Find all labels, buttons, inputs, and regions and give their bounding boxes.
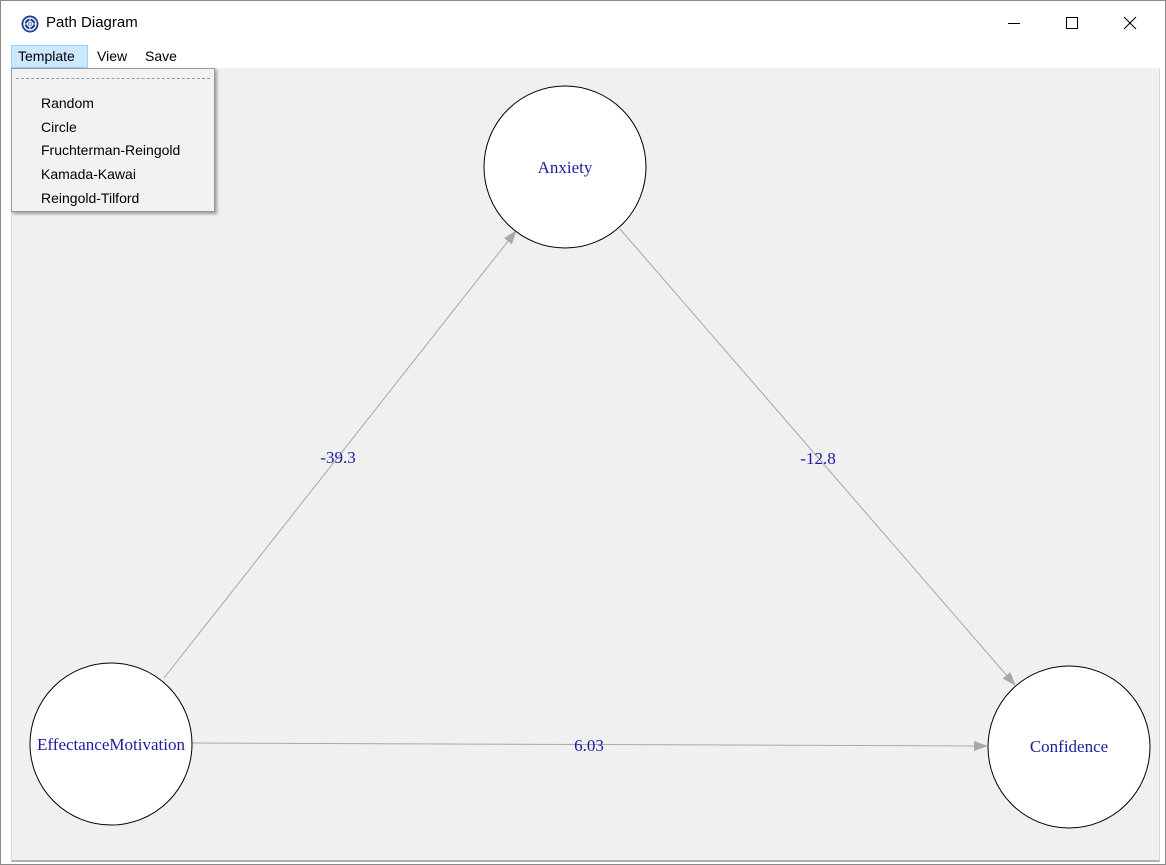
menu-template[interactable]: Template: [11, 45, 88, 68]
edge-label-motivation-to-confidence: 6.03: [574, 736, 604, 755]
minimize-icon: [1008, 23, 1020, 24]
path-diagram: Anxiety EffectanceMotivation Confidence …: [29, 85, 1151, 829]
minimize-button[interactable]: [985, 1, 1043, 45]
menu-view[interactable]: View: [97, 48, 128, 64]
menu-item-fruchterman-reingold[interactable]: Fruchterman-Reingold: [41, 142, 181, 158]
diagram-canvas: Anxiety EffectanceMotivation Confidence …: [11, 68, 1160, 862]
maximize-button[interactable]: [1043, 1, 1101, 45]
menu-item-random[interactable]: Random: [41, 95, 94, 111]
edge-label-motivation-to-anxiety: -39.3: [320, 448, 355, 467]
close-icon: [1123, 16, 1137, 30]
menu-item-kamada-kawai[interactable]: Kamada-Kawai: [41, 166, 136, 182]
title-bar[interactable]: Path Diagram: [1, 1, 1165, 45]
node-label-anxiety: Anxiety: [538, 158, 593, 177]
node-label-confidence: Confidence: [1030, 737, 1108, 756]
menu-bar: Template View Save: [11, 45, 1161, 68]
menu-item-circle[interactable]: Circle: [41, 119, 77, 135]
node-confidence[interactable]: [987, 665, 1151, 829]
app-icon: [21, 15, 39, 33]
node-anxiety[interactable]: [483, 85, 647, 249]
menu-tearoff-line[interactable]: [16, 78, 210, 79]
edge-anxiety-to-confidence: [619, 228, 1016, 686]
menu-item-reingold-tilford[interactable]: Reingold-Tilford: [41, 190, 140, 206]
node-label-effectance-motivation: EffectanceMotivation: [37, 735, 185, 754]
edge-motivation-to-anxiety: [163, 230, 517, 679]
window-title: Path Diagram: [46, 14, 138, 31]
edge-motivation-to-confidence: [191, 740, 988, 751]
template-dropdown-menu: Random Circle Fruchterman-Reingold Kamad…: [11, 68, 215, 212]
edge-label-anxiety-to-confidence: -12.8: [800, 449, 835, 468]
close-button[interactable]: [1101, 1, 1159, 45]
menu-save[interactable]: Save: [145, 48, 177, 64]
node-effectance-motivation[interactable]: [29, 662, 193, 826]
maximize-icon: [1066, 17, 1078, 29]
